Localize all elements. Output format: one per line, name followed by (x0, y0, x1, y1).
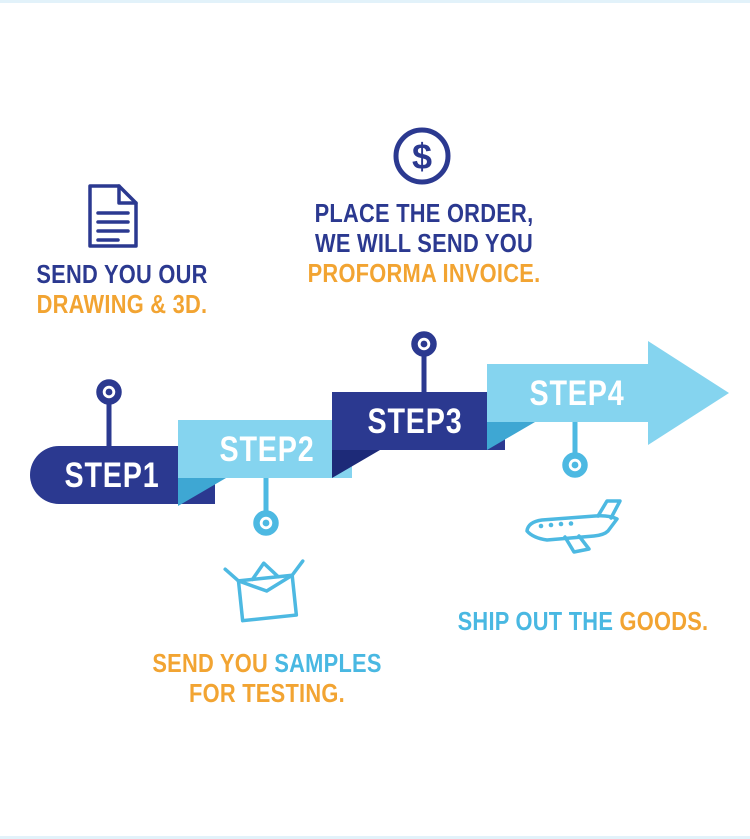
package-box-icon (223, 559, 305, 623)
step3-label: STEP3 (367, 401, 462, 440)
step1-label-group: STEP1 (64, 455, 159, 494)
step2-caption-part1: SEND YOU (152, 648, 269, 678)
step2-pin-dot (262, 519, 270, 527)
step3-pin-dot (420, 340, 428, 348)
dollar-sign: $ (412, 136, 432, 177)
step4-caption-part1: SHIP OUT THE (457, 606, 614, 636)
step3-caption-line2: WE WILL SEND YOU (314, 228, 534, 258)
step4-banner-fold (487, 422, 535, 450)
step4-caption: SHIP OUT THE GOODS. (413, 606, 750, 636)
step1-caption-line1: SEND YOU OUR (36, 259, 208, 289)
document-icon (88, 184, 138, 248)
step1-caption: SEND YOU OUR DRAWING & 3D. (2, 259, 242, 319)
airplane-window (548, 522, 554, 528)
step2-caption-part2: SAMPLES (274, 648, 382, 678)
step2-caption: SEND YOU SAMPLES FOR TESTING. (107, 648, 427, 708)
box-left-flap (223, 567, 241, 583)
step1-pin-dot (105, 388, 113, 396)
document-icon-corner-fold (117, 184, 138, 205)
airplane-icon (525, 499, 622, 554)
step4-caption-line1: SHIP OUT THE GOODS. (440, 606, 726, 636)
dollar-coin-icon: $ (393, 127, 451, 185)
step4-label-group: STEP4 (529, 373, 624, 412)
dollar-coin-circle (393, 127, 451, 185)
airplane-tail-fin (596, 499, 622, 520)
step4-pin-dot (571, 461, 579, 469)
step4-caption-part2: GOODS. (619, 606, 709, 636)
box-right-flap (290, 559, 305, 578)
box-inner-flaps (236, 573, 294, 593)
airplane-window (558, 521, 564, 527)
step2-label: STEP2 (219, 429, 314, 468)
box-back-flap (250, 561, 281, 582)
step3-caption: PLACE THE ORDER, WE WILL SEND YOU PROFOR… (274, 198, 574, 288)
step1-caption-line2: DRAWING & 3D. (36, 289, 208, 319)
step3-caption-line3: PROFORMA INVOICE. (307, 258, 541, 288)
bottom-border (0, 836, 750, 839)
airplane-window (568, 521, 574, 526)
top-border (0, 0, 750, 3)
box-body (236, 573, 299, 623)
step2-caption-line2: FOR TESTING. (189, 678, 345, 708)
step4-arrow-banner (487, 341, 729, 445)
step1-label: STEP1 (64, 455, 159, 494)
step2-caption-line1: SEND YOU SAMPLES (133, 648, 402, 678)
step3-banner (332, 392, 505, 450)
airplane-window (538, 523, 544, 529)
airplane-fuselage (525, 514, 619, 542)
step3-banner-fold (332, 450, 380, 478)
step1-banner (30, 446, 215, 504)
step2-label-group: STEP2 (219, 429, 314, 468)
step2-banner-fold (178, 478, 226, 506)
step3-caption-line1: PLACE THE ORDER, (314, 198, 534, 228)
step4-label: STEP4 (529, 373, 624, 412)
airplane-wing (563, 534, 591, 554)
step3-label-group: STEP3 (367, 401, 462, 440)
document-icon-page (88, 184, 138, 248)
step2-banner (178, 420, 352, 478)
